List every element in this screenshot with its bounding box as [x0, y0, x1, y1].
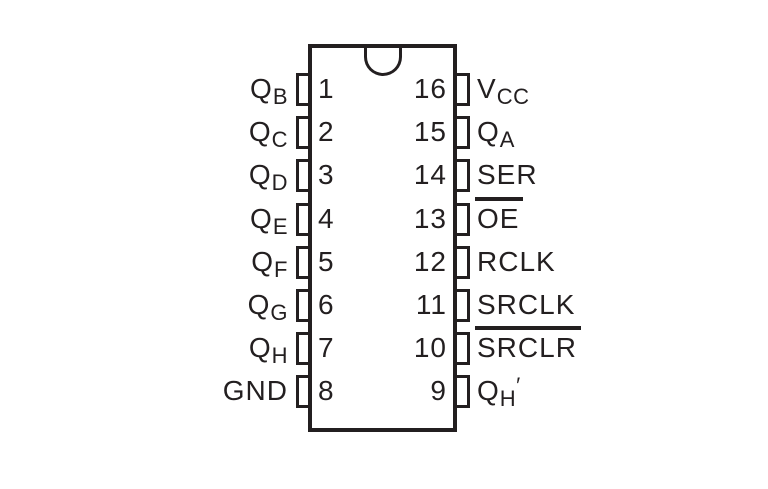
- pin-label-subscript: F: [274, 257, 288, 282]
- pin-number-5: 5: [318, 246, 335, 277]
- pin-label-base: Q: [251, 246, 275, 277]
- pin-number-8: 8: [318, 375, 335, 406]
- pin-label-14: SER: [477, 158, 538, 192]
- pin-label-base: Q: [477, 375, 500, 406]
- pin-number-7: 7: [318, 332, 335, 363]
- pin-number-4: 4: [318, 203, 335, 234]
- pin-label-subscript: H: [499, 386, 517, 411]
- pin-label-subscript: H: [271, 343, 288, 368]
- pin-label-base: Q: [477, 116, 500, 147]
- pin-label-8: GND: [0, 374, 288, 408]
- pin-number-6: 6: [318, 289, 335, 320]
- pin-number-15: 15: [413, 116, 447, 147]
- pin-number-16: 16: [413, 73, 447, 104]
- pin-label-base: SRCLR: [475, 326, 581, 363]
- pin-label-base: RCLK: [477, 246, 556, 277]
- pin-label-base: GND: [222, 375, 288, 406]
- pin-label-base: Q: [248, 159, 272, 190]
- pin-label-10: SRCLR: [475, 326, 581, 365]
- pin-label-subscript: D: [271, 170, 288, 195]
- pin-label-base: Q: [247, 289, 271, 320]
- pin1-index-notch: [363, 48, 402, 76]
- pin-label-base: Q: [248, 332, 272, 363]
- pin-label-9: QH′: [477, 373, 522, 411]
- pin-label-base: V: [477, 73, 497, 104]
- ic-package-body: [308, 44, 457, 432]
- pin-label-base: Q: [250, 73, 273, 104]
- pin-label-subscript: C: [271, 127, 288, 152]
- pin-label-subscript: G: [270, 300, 288, 325]
- pin-label-1: QB: [0, 72, 288, 109]
- pin-number-12: 12: [413, 246, 447, 277]
- pin-label-12: RCLK: [477, 245, 556, 279]
- pin-label-base: OE: [475, 197, 524, 234]
- pin-label-5: QF: [0, 245, 288, 282]
- pin-label-7: QH: [0, 331, 288, 368]
- pin-label-3: QD: [0, 158, 288, 195]
- pin-label-subscript: A: [499, 127, 515, 152]
- pin-label-base: Q: [250, 203, 273, 234]
- pin-number-11: 11: [415, 289, 447, 320]
- pin-number-2: 2: [318, 116, 335, 147]
- pin-number-3: 3: [318, 159, 335, 190]
- pin-label-16: VCC: [477, 72, 530, 109]
- pin-label-15: QA: [477, 115, 515, 152]
- pin-label-base: SRCLK: [477, 289, 576, 320]
- pin-number-14: 14: [413, 159, 447, 190]
- pin-label-13: OE: [475, 197, 524, 236]
- pin-label-subscript: B: [272, 84, 288, 109]
- pin-label-11: SRCLK: [477, 288, 575, 322]
- pin-label-2: QC: [0, 115, 288, 152]
- pin-number-9: 9: [430, 375, 447, 406]
- pin-label-4: QE: [0, 202, 288, 239]
- pin-number-13: 13: [413, 203, 447, 234]
- pin-label-subscript: CC: [496, 84, 530, 109]
- pin-number-10: 10: [413, 332, 447, 363]
- pin-label-base: SER: [477, 159, 538, 190]
- pin-label-6: QG: [0, 288, 288, 325]
- pin-label-prime: ′: [516, 373, 522, 398]
- pin-label-subscript: E: [272, 214, 288, 239]
- pin-label-base: Q: [248, 116, 272, 147]
- pin-number-1: 1: [318, 73, 335, 104]
